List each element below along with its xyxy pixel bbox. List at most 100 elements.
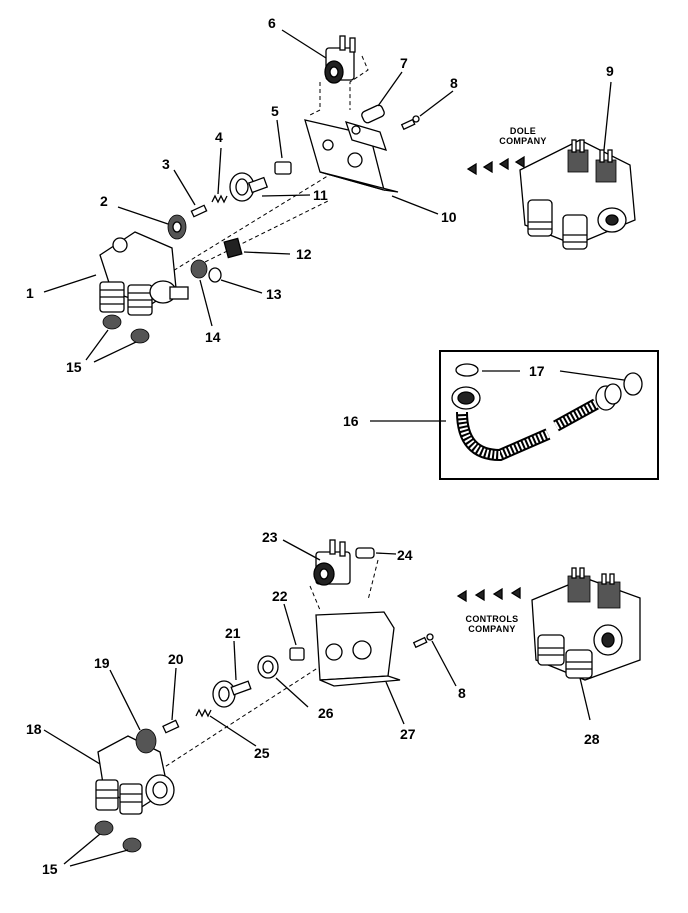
coil-guide-line-bottom xyxy=(309,585,321,611)
leader-6 xyxy=(281,29,327,59)
leader-23 xyxy=(282,539,321,561)
leader-18 xyxy=(43,729,101,765)
assembly-axis-bottom xyxy=(159,659,331,771)
flow-washer-14 xyxy=(190,259,208,279)
sleeve-7 xyxy=(361,104,385,124)
guide-21 xyxy=(212,680,252,708)
leader-20 xyxy=(171,667,177,721)
callout-20: 20 xyxy=(168,651,184,667)
callout-25: 25 xyxy=(254,745,270,761)
leader-15a-2 xyxy=(93,341,137,363)
callout-26: 26 xyxy=(318,705,334,721)
dole-valve-assembly-9 xyxy=(519,139,636,250)
diaphragm-19 xyxy=(135,728,157,754)
screen-15d xyxy=(122,837,142,853)
callout-15-bottom: 15 xyxy=(42,861,58,877)
screw-8-bottom xyxy=(412,633,434,649)
washer-13 xyxy=(208,267,222,283)
callout-19: 19 xyxy=(94,655,110,671)
flow-arrows-bottom xyxy=(456,586,521,603)
leader-19 xyxy=(109,669,141,731)
mounting-bracket-27 xyxy=(315,611,401,687)
assembly-axis-top xyxy=(149,149,371,286)
leader-22 xyxy=(283,603,297,646)
callout-6: 6 xyxy=(268,15,276,31)
leader-4 xyxy=(217,147,222,195)
callout-4: 4 xyxy=(215,129,223,145)
leader-8-bottom xyxy=(431,640,457,687)
valve-body-1 xyxy=(99,231,189,316)
leader-8-top xyxy=(419,90,454,117)
screen-15b xyxy=(130,328,150,344)
callout-15-top: 15 xyxy=(66,359,82,375)
coil-guide-line-bottom-2 xyxy=(367,559,379,601)
callout-24: 24 xyxy=(397,547,413,563)
callout-5: 5 xyxy=(271,103,279,119)
pin-20 xyxy=(162,719,180,734)
callout-10: 10 xyxy=(441,209,457,225)
ring-26 xyxy=(257,655,279,679)
guide-11 xyxy=(229,172,269,202)
leader-1 xyxy=(43,274,97,293)
callout-3: 3 xyxy=(162,156,170,172)
leader-26 xyxy=(275,677,309,708)
coil-guide-line xyxy=(307,82,321,117)
coil-guide-line-2 xyxy=(349,55,369,110)
leader-9 xyxy=(603,81,612,151)
dole-brand-label: DOLE COMPANY xyxy=(488,126,558,146)
callout-7: 7 xyxy=(400,55,408,71)
callout-22: 22 xyxy=(272,588,288,604)
leader-10 xyxy=(391,195,439,215)
hose-washer-17b xyxy=(623,372,643,396)
callout-23: 23 xyxy=(262,529,278,545)
leader-14 xyxy=(199,279,213,327)
leader-27 xyxy=(385,681,405,725)
callout-27: 27 xyxy=(400,726,416,742)
fill-hose-16 xyxy=(451,383,622,462)
leader-21 xyxy=(233,640,237,681)
solenoid-coil-6 xyxy=(324,35,356,84)
controls-brand-line2: COMPANY xyxy=(468,624,516,634)
callout-14: 14 xyxy=(205,329,221,345)
leader-15b-2 xyxy=(69,849,129,867)
bracket-plate-7b xyxy=(344,121,388,151)
callout-11: 11 xyxy=(313,187,328,203)
leader-7 xyxy=(377,71,403,107)
callout-1: 1 xyxy=(26,285,34,301)
leader-25 xyxy=(209,715,257,747)
controls-valve-assembly-28 xyxy=(531,567,641,681)
screw-8-top xyxy=(400,115,420,131)
assembly-axis-top-lower xyxy=(204,199,331,263)
pin-3 xyxy=(190,204,208,218)
plunger-5 xyxy=(274,161,292,175)
callout-18: 18 xyxy=(26,721,42,737)
leader-3 xyxy=(173,169,196,206)
callout-8-bottom: 8 xyxy=(458,685,466,701)
controls-brand-label: CONTROLS COMPANY xyxy=(456,614,528,634)
controls-brand-line1: CONTROLS xyxy=(465,614,519,624)
callout-8-top: 8 xyxy=(450,75,458,91)
leader-11 xyxy=(261,194,311,197)
callout-21: 21 xyxy=(225,625,241,641)
callout-9: 9 xyxy=(606,63,614,79)
leader-28 xyxy=(579,677,591,721)
plunger-22 xyxy=(289,647,305,661)
flow-arrows-top xyxy=(466,155,525,176)
leader-2 xyxy=(117,206,169,225)
leader-12 xyxy=(243,251,291,255)
screen-15c xyxy=(94,820,114,836)
callout-13: 13 xyxy=(266,286,282,302)
valve-body-18 xyxy=(95,735,175,815)
spring-25 xyxy=(195,708,212,718)
solenoid-coil-23 xyxy=(313,539,351,586)
diaphragm-2 xyxy=(167,214,187,240)
callout-16: 16 xyxy=(343,413,359,429)
callout-17: 17 xyxy=(529,363,545,379)
fitting-24 xyxy=(355,547,375,559)
leader-15a-1 xyxy=(85,329,109,361)
clip-12 xyxy=(223,237,243,259)
callout-12: 12 xyxy=(296,246,312,262)
callout-2: 2 xyxy=(100,193,108,209)
leader-5 xyxy=(276,119,283,159)
